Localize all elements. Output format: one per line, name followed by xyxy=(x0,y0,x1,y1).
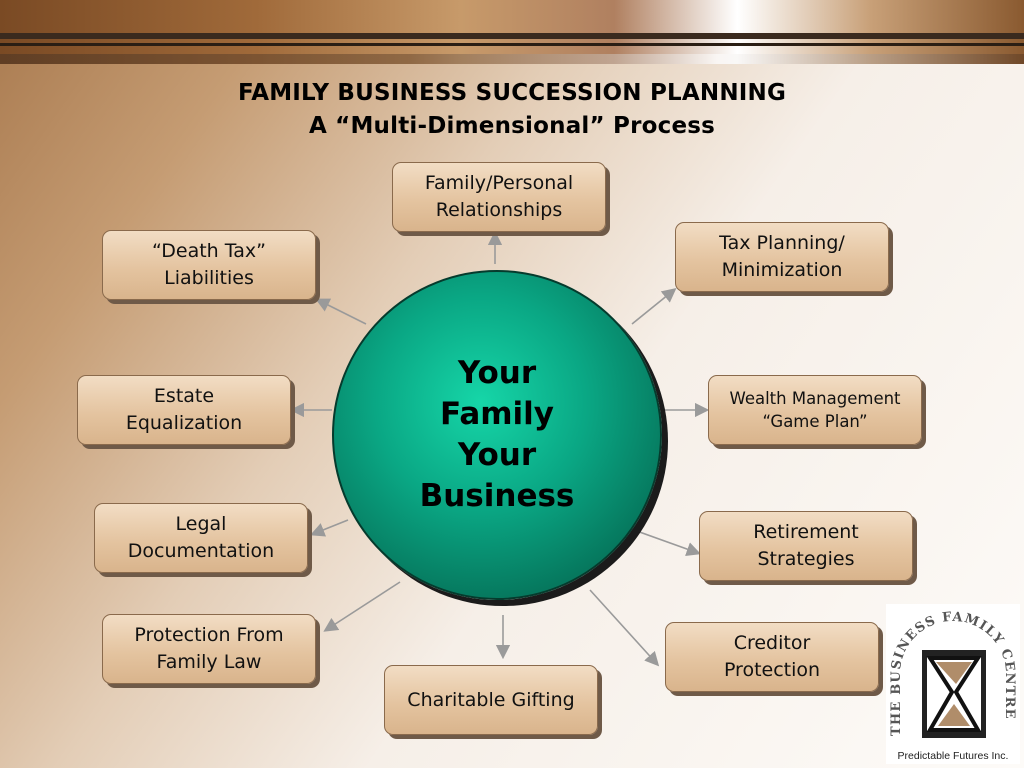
node-charitable-gifting: Charitable Gifting xyxy=(384,665,598,735)
arrow-to-death-tax xyxy=(315,298,367,325)
hub-line: Business xyxy=(419,478,575,514)
node-wealth-management: Wealth Management “Game Plan” xyxy=(708,375,922,445)
arrow-to-protection xyxy=(323,581,401,632)
node-protection-family-law: Protection From Family Law xyxy=(102,614,316,684)
arrow-to-tax xyxy=(631,287,677,325)
node-family-relationships: Family/Personal Relationships xyxy=(392,162,606,232)
business-family-centre-logo: THE BUSINESS FAMILY CENTRE Predictable F… xyxy=(886,604,1020,764)
node-retirement-strategies: Retirement Strategies xyxy=(699,511,913,581)
band-stripe xyxy=(0,33,1024,39)
node-tax-planning: Tax Planning/ Minimization xyxy=(675,222,889,292)
central-hub-circle: Your Family Your Business xyxy=(332,270,662,600)
hub-line: Your xyxy=(457,355,537,391)
hub-line: Family xyxy=(439,396,555,432)
slide-title: FAMILY BUSINESS SUCCESSION PLANNING xyxy=(237,80,787,106)
arrow-to-retirement xyxy=(633,529,702,556)
band-stripe xyxy=(0,54,1024,64)
slide-subtitle: A “Multi-Dimensional” Process xyxy=(308,113,716,139)
hourglass-logo-icon: THE BUSINESS FAMILY CENTRE xyxy=(889,610,1016,738)
node-estate-equalization: Estate Equalization xyxy=(77,375,291,445)
hub-line: Your xyxy=(457,437,537,473)
band-stripe xyxy=(0,43,1024,46)
logo-tagline: Predictable Futures Inc. xyxy=(897,750,1009,762)
decorative-top-band xyxy=(0,0,1024,64)
arrow-to-legal xyxy=(310,519,349,537)
node-death-tax: “Death Tax” Liabilities xyxy=(102,230,316,300)
node-legal-documentation: Legal Documentation xyxy=(94,503,308,573)
node-creditor-protection: Creditor Protection xyxy=(665,622,879,692)
arrow-to-creditor xyxy=(589,589,660,667)
